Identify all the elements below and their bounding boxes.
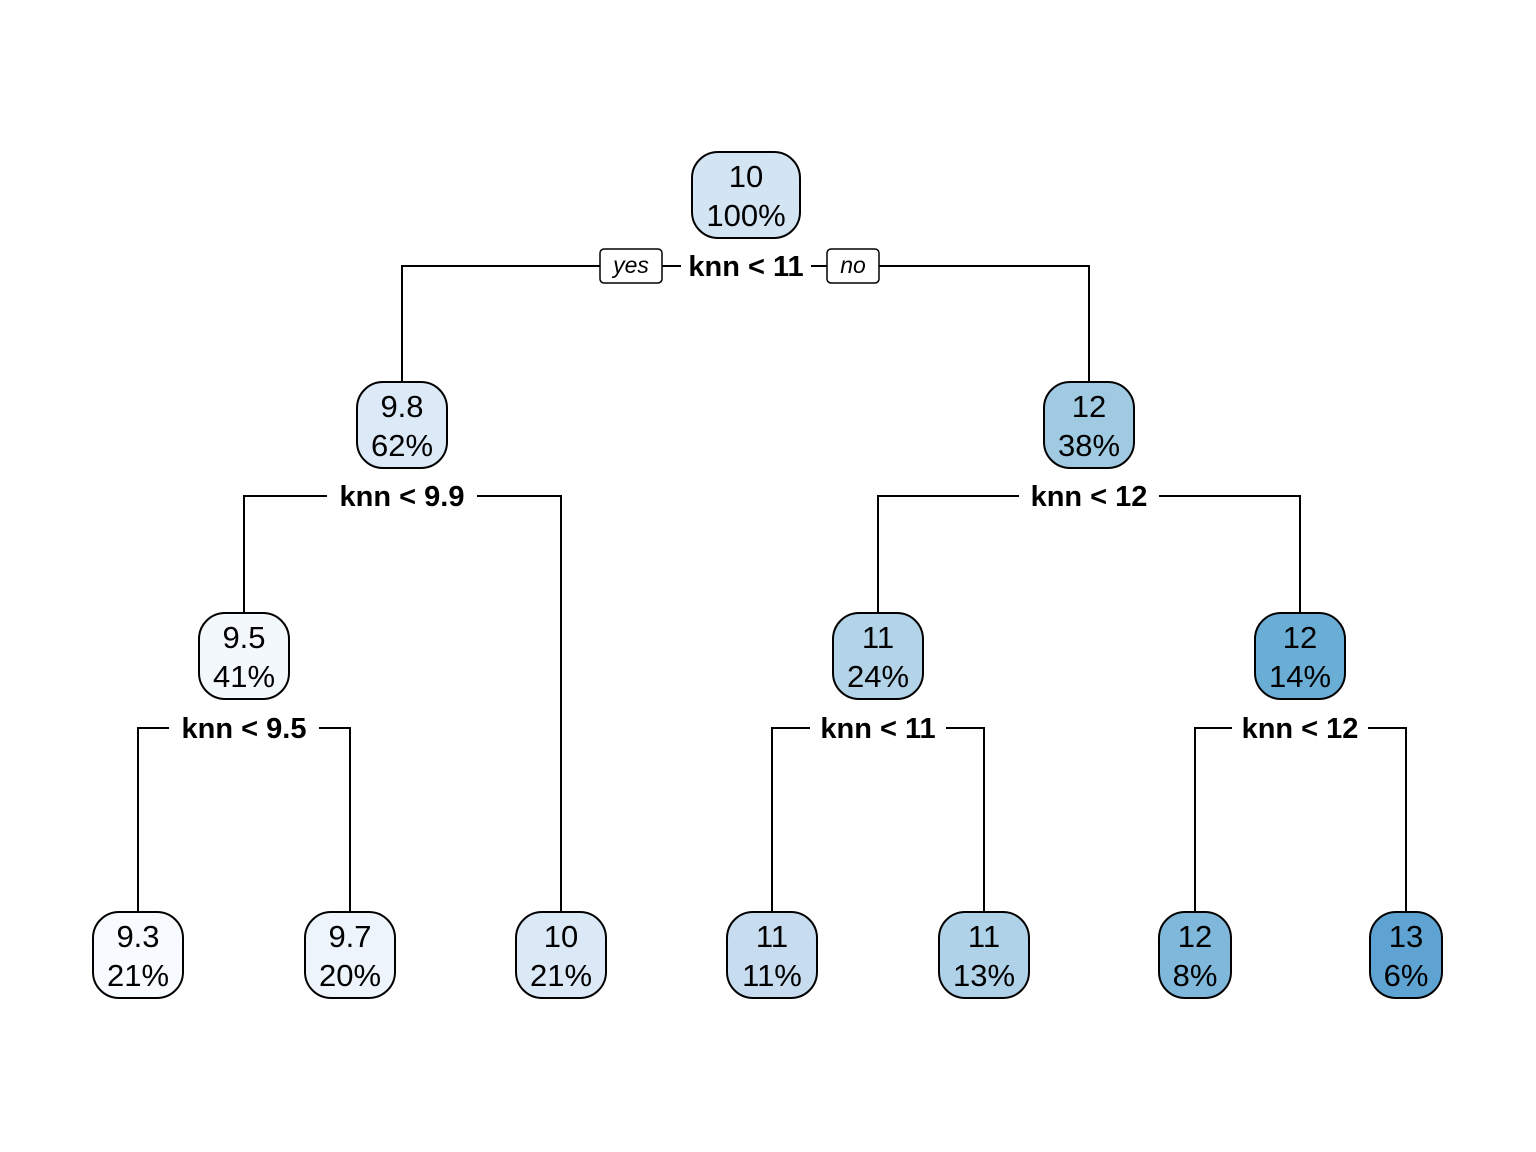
split-edge-s6 bbox=[1194, 727, 1407, 912]
node-percent: 8% bbox=[1173, 958, 1218, 993]
node-value: 9.8 bbox=[380, 389, 423, 424]
node-box bbox=[1158, 911, 1232, 999]
tree-node-n9: 9.720% bbox=[304, 911, 396, 999]
node-percent: 21% bbox=[530, 958, 592, 993]
node-percent: 13% bbox=[953, 958, 1015, 993]
node-percent: 41% bbox=[213, 659, 275, 694]
node-box bbox=[938, 911, 1030, 999]
split-label-s4: knn < 9.5 bbox=[169, 710, 319, 746]
node-value: 9.7 bbox=[328, 919, 371, 954]
node-box bbox=[691, 151, 801, 239]
node-value: 11 bbox=[756, 919, 788, 954]
node-percent: 62% bbox=[371, 428, 433, 463]
node-value: 9.3 bbox=[116, 919, 159, 954]
split-text: knn < 9.9 bbox=[340, 481, 465, 513]
edge-tag-text: yes bbox=[611, 252, 649, 278]
split-label-s1: knn < 11 bbox=[681, 248, 811, 284]
tree-node-n13: 136% bbox=[1369, 911, 1443, 999]
split-text: knn < 12 bbox=[1031, 481, 1148, 513]
node-box bbox=[304, 911, 396, 999]
tree-node-n1: 10 100% bbox=[691, 151, 801, 239]
tree-node-n2: 9.862% bbox=[356, 381, 448, 469]
tree-node-n12: 128% bbox=[1158, 911, 1232, 999]
tree-node-n4: 9.541% bbox=[198, 612, 290, 700]
split-label-s6: knn < 12 bbox=[1232, 710, 1368, 746]
node-value: 11 bbox=[968, 919, 1000, 954]
node-percent: 6% bbox=[1384, 958, 1429, 993]
split-label-s2: knn < 9.9 bbox=[327, 478, 477, 514]
split-edge-s5 bbox=[771, 727, 985, 912]
node-box bbox=[515, 911, 607, 999]
edge-tag-text: no bbox=[840, 252, 866, 278]
node-percent: 14% bbox=[1269, 659, 1331, 694]
node-value: 10 bbox=[729, 159, 763, 194]
node-box bbox=[832, 612, 924, 700]
node-percent: 11% bbox=[742, 958, 802, 993]
split-text: knn < 11 bbox=[820, 713, 935, 745]
node-value: 11 bbox=[862, 620, 894, 655]
node-percent: 20% bbox=[319, 958, 381, 993]
node-percent: 21% bbox=[107, 958, 169, 993]
node-percent: 24% bbox=[847, 659, 909, 694]
node-box bbox=[356, 381, 448, 469]
split-edge-s4 bbox=[137, 727, 351, 912]
node-box bbox=[1369, 911, 1443, 999]
node-box bbox=[92, 911, 184, 999]
node-percent: 100% bbox=[706, 198, 785, 233]
node-value: 12 bbox=[1178, 919, 1212, 954]
node-value: 10 bbox=[544, 919, 578, 954]
split-label-s5: knn < 11 bbox=[810, 710, 946, 746]
split-text: knn < 12 bbox=[1242, 713, 1359, 745]
node-value: 13 bbox=[1389, 919, 1423, 954]
node-box bbox=[1043, 381, 1135, 469]
node-value: 12 bbox=[1072, 389, 1106, 424]
node-box bbox=[1254, 612, 1346, 700]
tree-node-n8: 9.321% bbox=[92, 911, 184, 999]
edges bbox=[137, 265, 1407, 912]
edge-tag-no: no bbox=[826, 248, 880, 284]
split-text: knn < 11 bbox=[688, 251, 803, 283]
node-value: 12 bbox=[1283, 620, 1317, 655]
node-percent: 38% bbox=[1058, 428, 1120, 463]
split-edge-s2 bbox=[243, 495, 562, 912]
node-box bbox=[726, 911, 818, 999]
node-value: 9.5 bbox=[222, 620, 265, 655]
split-label-s3: knn < 12 bbox=[1019, 478, 1159, 514]
node-box bbox=[198, 612, 290, 700]
edge-tag-yes: yes bbox=[599, 248, 663, 284]
split-text: knn < 9.5 bbox=[182, 713, 307, 745]
